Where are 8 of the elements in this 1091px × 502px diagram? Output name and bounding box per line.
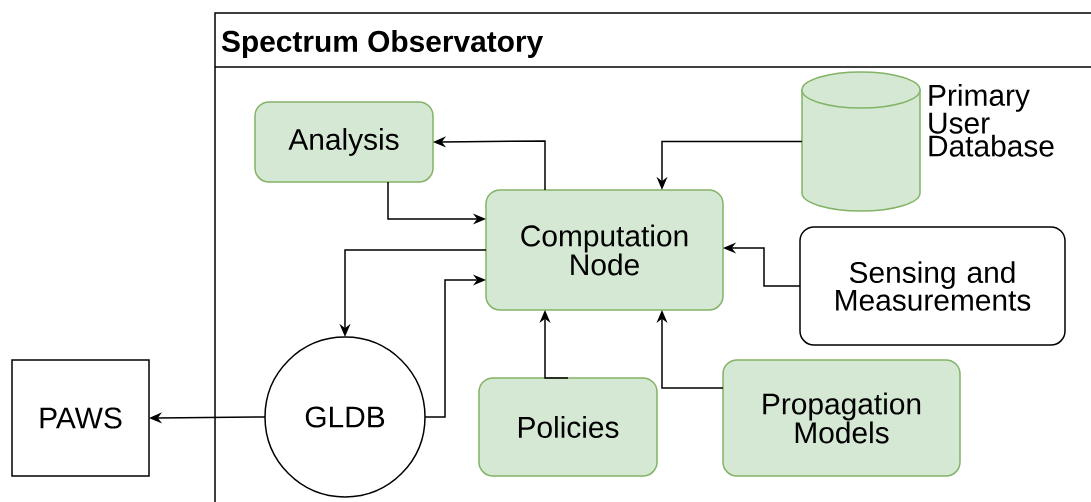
system-box: PAWS	[11, 359, 150, 477]
process-box: Policies	[478, 377, 658, 477]
node-caption: Primary User Database	[929, 84, 1054, 157]
group-title: Spectrum Observatory	[221, 30, 544, 58]
process-box: Computation Node	[485, 189, 724, 311]
process-box: Propagation Models	[722, 359, 961, 477]
process-box: Sensing and Measurements	[799, 226, 1066, 346]
process-box: Analysis	[254, 101, 434, 183]
